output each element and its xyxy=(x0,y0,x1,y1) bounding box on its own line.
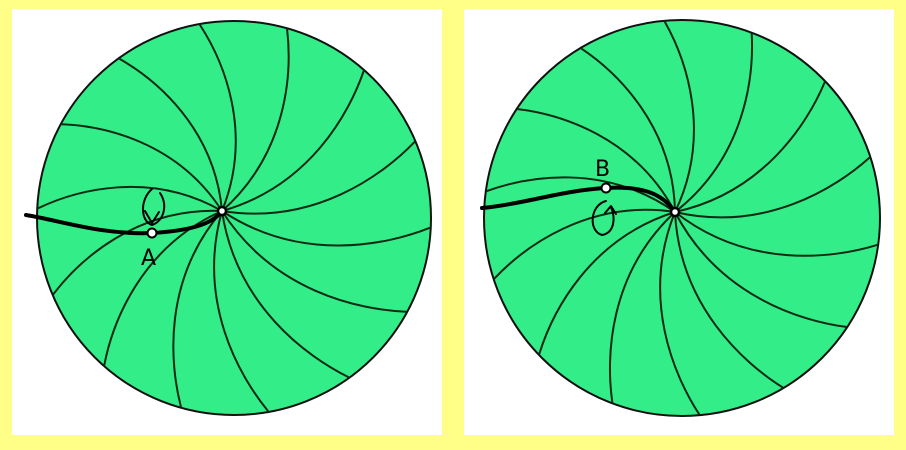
point-b-label: B xyxy=(595,157,610,182)
spiral-disk-diagram-a: A xyxy=(12,9,442,435)
spiral-center-point xyxy=(218,207,226,215)
diagram-panel-right: B xyxy=(464,9,894,435)
spiral-disk-diagram-b: B xyxy=(464,9,894,435)
point-b-marker xyxy=(602,184,611,193)
point-a-label: A xyxy=(141,246,156,271)
diagram-panel-left: A xyxy=(12,9,442,435)
point-a-marker xyxy=(148,229,157,238)
spiral-center-point xyxy=(671,208,679,216)
